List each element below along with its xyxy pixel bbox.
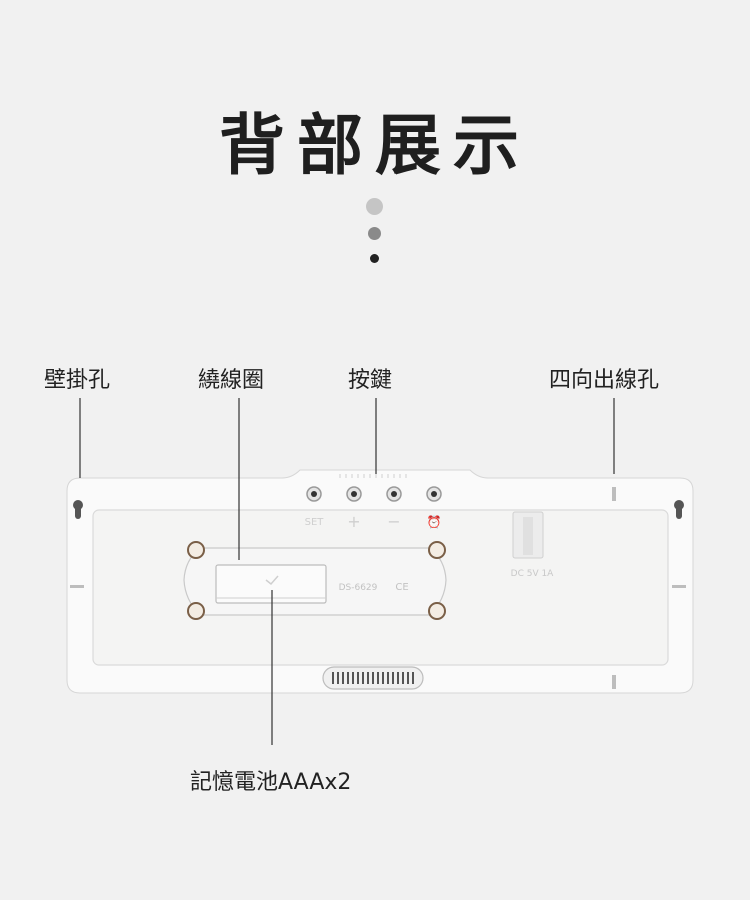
- marking-plus: +: [347, 512, 360, 531]
- wall-hole-left: [73, 500, 83, 519]
- label-wall-hole: 壁掛孔: [44, 368, 111, 393]
- marking-minus: −: [387, 512, 400, 531]
- label-cable-outlet: 四向出線孔: [549, 368, 660, 393]
- battery-check-mark: [265, 575, 279, 586]
- button-holes: [306, 486, 442, 502]
- leader-lines: [79, 398, 615, 745]
- decorative-dot-medium: [368, 227, 381, 240]
- power-rating-text: DC 5V 1A: [511, 569, 555, 579]
- marking-set: SET: [305, 517, 325, 528]
- label-battery: 記憶電池AAAx2: [190, 770, 352, 795]
- ce-mark: CE: [395, 582, 408, 593]
- wall-hole-right: [674, 500, 684, 519]
- page-title: 背部展示: [219, 106, 531, 184]
- power-port-inner: [523, 517, 533, 555]
- label-buttons: 按鍵: [348, 368, 393, 393]
- label-cable-coil: 繞線圈: [198, 368, 265, 393]
- decorative-dot-light: [366, 198, 383, 215]
- speaker-slots: [332, 672, 414, 684]
- cable-outlet-notches: [70, 487, 686, 689]
- marking-alarm: ⏰: [427, 514, 442, 529]
- battery-model-text: DS-6629: [339, 583, 378, 593]
- decorative-dot-dark: [370, 254, 379, 263]
- top-vent: [339, 474, 407, 478]
- coil-screws: [187, 541, 446, 620]
